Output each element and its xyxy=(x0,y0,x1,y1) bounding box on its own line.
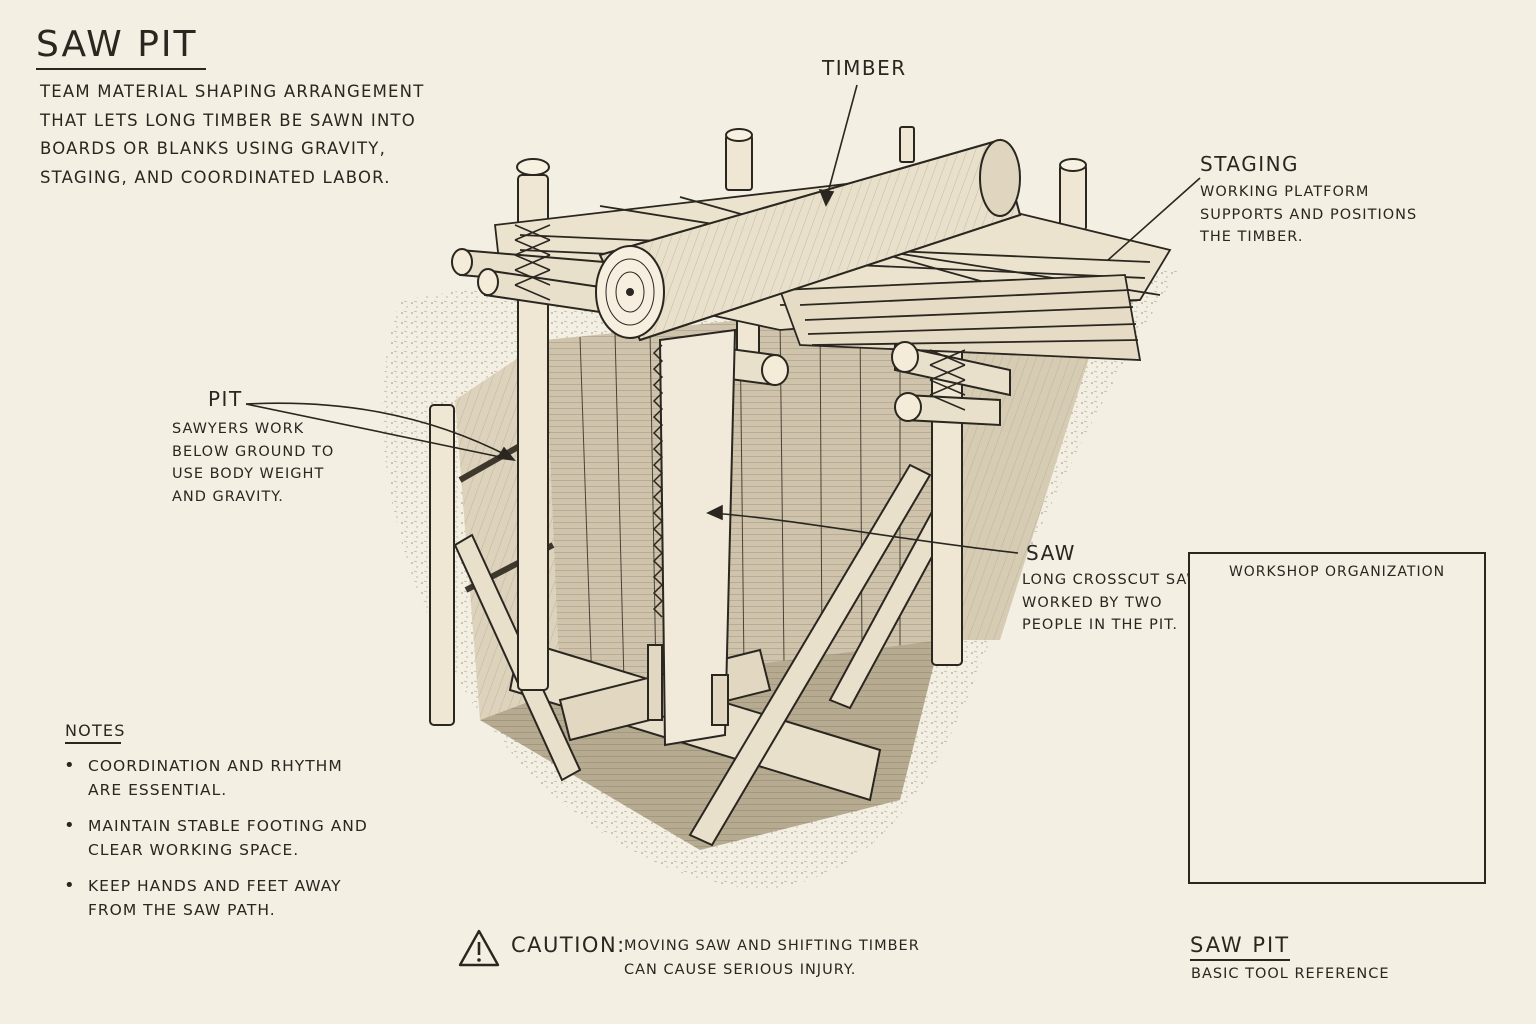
timber-label: TIMBER xyxy=(822,56,907,80)
title-underline xyxy=(36,68,206,70)
rope-lashings xyxy=(514,224,966,411)
staging-description: WORKING PLATFORM SUPPORTS AND POSITIONS … xyxy=(1200,184,1418,245)
note-item: MAINTAIN STABLE FOOTING AND CLEAR WORKIN… xyxy=(62,814,382,862)
footer-title: SAW PIT xyxy=(1190,933,1291,957)
pit-description: SAWYERS WORK BELOW GROUND TO USE BODY WE… xyxy=(172,421,335,505)
note-item: KEEP HANDS AND FEET AWAY FROM THE SAW PA… xyxy=(62,874,382,922)
notes-underline xyxy=(65,742,121,744)
intro-text: TEAM MATERIAL SHAPING ARRANGEMENT THAT L… xyxy=(40,82,425,187)
footer-underline xyxy=(1190,959,1290,961)
timber-log xyxy=(595,138,1022,342)
warning-icon xyxy=(458,929,500,967)
page-title: SAW PIT xyxy=(36,24,198,65)
caution-label: CAUTION: xyxy=(511,933,626,957)
caution-text: MOVING SAW AND SHIFTING TIMBER CAN CAUSE… xyxy=(624,938,920,978)
pit-label: PIT xyxy=(208,387,243,411)
callout-lines xyxy=(245,84,1201,554)
saw xyxy=(647,328,737,747)
note-item: COORDINATION AND RHYTHM ARE ESSENTIAL. xyxy=(62,754,382,802)
saw-label: SAW xyxy=(1026,541,1076,565)
staging-label: STAGING xyxy=(1200,152,1300,176)
footer-subtitle: BASIC TOOL REFERENCE xyxy=(1191,966,1390,982)
saw-description: LONG CROSSCUT SAW WORKED BY TWO PEOPLE I… xyxy=(1022,572,1202,633)
notes-title: NOTES xyxy=(65,721,126,740)
inset-title: WORKSHOP ORGANIZATION xyxy=(1228,564,1446,580)
inset-frame xyxy=(1188,552,1486,884)
notes-list: COORDINATION AND RHYTHM ARE ESSENTIAL. M… xyxy=(62,754,382,934)
